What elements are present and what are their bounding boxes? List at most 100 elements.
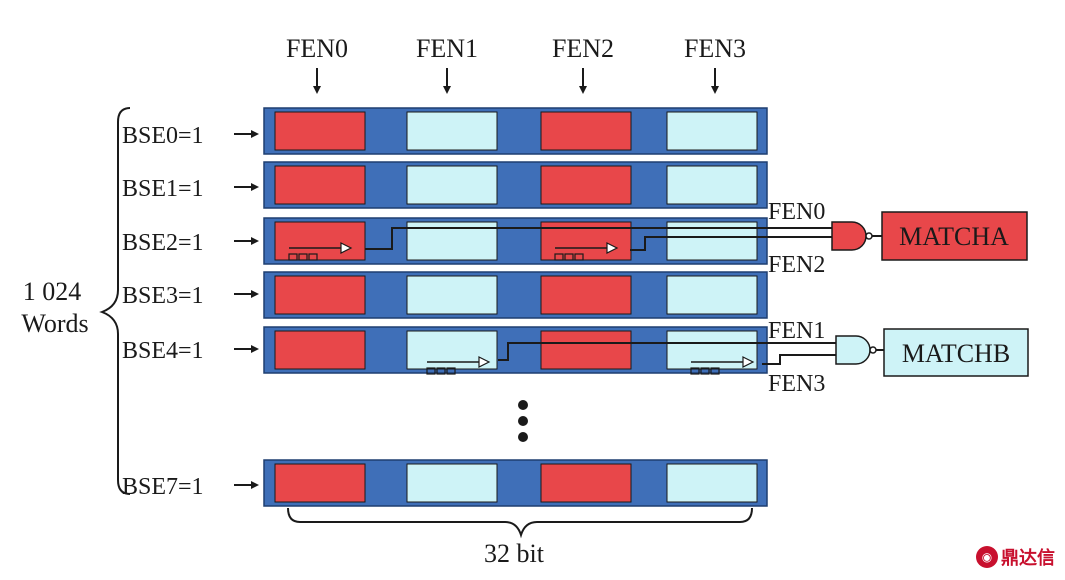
word-edge <box>757 222 762 260</box>
row-labels: BSE0=1 BSE1=1 BSE2=1 BSE3=1 BSE4=1 BSE7=… <box>122 123 204 500</box>
word-edge <box>757 112 762 150</box>
words-unit-label: Words <box>21 309 88 338</box>
cell-icon <box>690 367 700 375</box>
and-gate-icon <box>835 335 871 365</box>
field-2 <box>540 330 632 370</box>
field-0 <box>274 275 366 315</box>
cell-icon <box>298 253 308 261</box>
row-label: BSE4=1 <box>122 338 204 364</box>
row-label: BSE0=1 <box>122 123 204 149</box>
field-1 <box>406 275 498 315</box>
row-label: BSE1=1 <box>122 176 204 202</box>
fen-headers: FEN0 FEN1 FEN2 FEN3 <box>286 34 746 63</box>
word-gap <box>365 276 407 314</box>
word-gap <box>631 464 667 502</box>
fen-header: FEN2 <box>552 34 614 63</box>
cell-icon <box>436 367 446 375</box>
word-gap <box>365 464 407 502</box>
field-0 <box>274 463 366 503</box>
word-gap <box>631 112 667 150</box>
word-gap <box>497 464 541 502</box>
field-0 <box>274 165 366 205</box>
vertical-ellipsis-icon <box>518 400 528 442</box>
memory-rows <box>263 107 768 507</box>
gate-a-input-label: FEN0 <box>768 199 825 225</box>
matchb-logic: MATCHB FEN1 FEN3 <box>498 318 1029 397</box>
buffer-icon <box>606 242 619 254</box>
match-a-label: MATCHA <box>899 222 1009 251</box>
word-gap <box>365 331 407 369</box>
memory-word <box>263 271 768 319</box>
field-1 <box>406 165 498 205</box>
cell-icon <box>710 367 720 375</box>
row-label: BSE3=1 <box>122 283 204 309</box>
memory-word <box>263 326 768 374</box>
gate-a-input-label: FEN2 <box>768 252 825 278</box>
field-1 <box>406 111 498 151</box>
word-edge <box>269 112 275 150</box>
buffer-icon <box>742 356 755 368</box>
field-2 <box>540 463 632 503</box>
bit-width-brace <box>287 507 753 539</box>
cell-icon <box>554 253 564 261</box>
word-gap <box>497 166 541 204</box>
cell-icon <box>700 367 710 375</box>
field-1 <box>406 463 498 503</box>
field-2 <box>540 275 632 315</box>
row-label: BSE7=1 <box>122 474 204 500</box>
fen-header: FEN3 <box>684 34 746 63</box>
word-gap <box>365 112 407 150</box>
field-3 <box>666 111 758 151</box>
cell-icon <box>308 253 318 261</box>
brace-icon <box>99 107 131 495</box>
word-edge <box>269 464 275 502</box>
word-edge <box>757 464 762 502</box>
cell-icon <box>446 367 456 375</box>
fen-arrows <box>313 68 719 94</box>
memory-word <box>263 161 768 209</box>
field-0 <box>274 330 366 370</box>
memory-word <box>263 459 768 507</box>
word-edge <box>757 276 762 314</box>
word-gap <box>497 331 541 369</box>
word-edge <box>269 331 275 369</box>
buffer-icon <box>478 356 491 368</box>
cell-icon <box>574 253 584 261</box>
fen-header: FEN1 <box>416 34 478 63</box>
gate-b-input-label: FEN1 <box>768 318 825 344</box>
memory-word <box>263 217 768 265</box>
word-gap <box>631 166 667 204</box>
comparator-marker <box>690 356 755 375</box>
match-b-output <box>883 328 1029 377</box>
word-edge <box>269 222 275 260</box>
cell-icon <box>426 367 436 375</box>
word-gap <box>631 276 667 314</box>
word-gap <box>497 112 541 150</box>
match-a-output <box>881 211 1028 261</box>
word-edge <box>757 166 762 204</box>
field-3 <box>666 165 758 205</box>
row-label: BSE2=1 <box>122 230 204 256</box>
field-3 <box>666 463 758 503</box>
cell-icon <box>288 253 298 261</box>
matcha-logic: MATCHA FEN0 FEN2 <box>365 199 1028 278</box>
row-arrows <box>234 130 259 489</box>
word-edge <box>269 276 275 314</box>
field-2 <box>540 165 632 205</box>
bit-width-label: 32 bit <box>484 539 545 568</box>
memory-word <box>263 107 768 155</box>
cell-icon <box>564 253 574 261</box>
logo-icon: ◉ <box>976 546 998 568</box>
buffer-icon <box>340 242 353 254</box>
comparator-marker <box>288 242 353 261</box>
word-gap <box>365 166 407 204</box>
match-b-label: MATCHB <box>902 339 1010 368</box>
word-gap <box>497 276 541 314</box>
field-3 <box>666 275 758 315</box>
words-count-label: 1 024 <box>23 277 82 306</box>
comparator-marker <box>554 242 619 261</box>
word-edge <box>269 166 275 204</box>
watermark-logo: ◉ 鼎达信 <box>976 544 1055 570</box>
gate-b-input-label: FEN3 <box>768 371 825 397</box>
